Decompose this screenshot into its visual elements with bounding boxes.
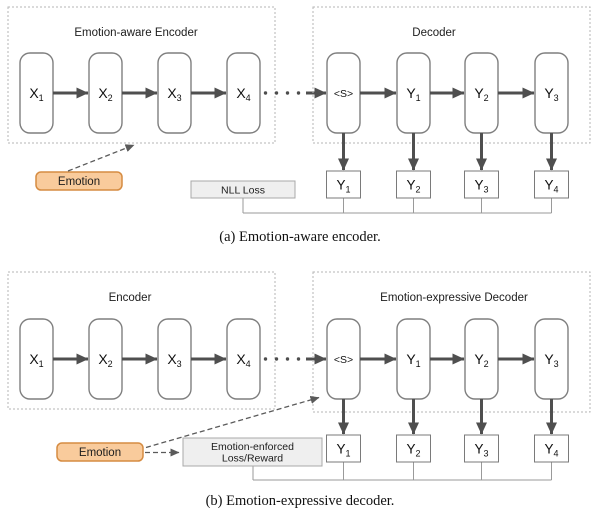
caption-a: (a) Emotion-aware encoder.	[219, 229, 380, 245]
encoder-title-a: Emotion-aware Encoder	[74, 27, 198, 39]
emotion-box-b: Emotion	[56, 442, 144, 462]
decoder-container-a	[312, 6, 591, 144]
svg-text:Emotion-enforced: Emotion-enforced	[211, 441, 294, 453]
encoder-cell-x2: X2	[88, 52, 123, 134]
output-token-y3: Y3	[464, 434, 499, 463]
output-token-y3: Y3	[464, 170, 499, 199]
svg-text:Y3: Y3	[544, 351, 558, 369]
decoder-title-a: Decoder	[412, 27, 456, 39]
svg-text:Y1: Y1	[406, 351, 420, 369]
emotion-box-a: Emotion	[35, 171, 123, 191]
svg-text:Y1: Y1	[406, 85, 420, 103]
decoder-cell-y2: Y2	[464, 52, 499, 134]
svg-text:Y3: Y3	[544, 85, 558, 103]
decoder-cell-s: <S>	[326, 52, 361, 134]
svg-text:X2: X2	[98, 351, 112, 369]
encoder-container-a	[7, 6, 276, 144]
decoder-cell-y3: Y3	[534, 52, 569, 134]
decoder-container-b	[312, 271, 591, 413]
svg-text:Y1: Y1	[336, 442, 350, 459]
svg-text:Y2: Y2	[406, 178, 420, 195]
decoder-cell-y1: Y1	[396, 318, 431, 400]
output-token-y1: Y1	[326, 434, 361, 463]
svg-text:X4: X4	[236, 351, 250, 369]
decoder-title-b: Emotion-expressive Decoder	[380, 292, 528, 304]
encoder-cell-x3: X3	[157, 52, 192, 134]
emotion-to-decoder-arrow	[145, 396, 320, 449]
decoder-cell-s: <S>	[326, 318, 361, 400]
svg-text:Y4: Y4	[544, 442, 558, 459]
output-token-y4: Y4	[534, 434, 569, 463]
caption-b: (b) Emotion-expressive decoder.	[206, 493, 395, 509]
decoder-cell-y2: Y2	[464, 318, 499, 400]
panel-b: Encoder X1 X2 X3 X4 Emotion-expressive D…	[7, 271, 591, 509]
svg-text:Y2: Y2	[474, 351, 488, 369]
encoder-cell-x1: X1	[19, 52, 54, 134]
output-token-y2: Y2	[396, 170, 431, 199]
output-token-y4: Y4	[534, 170, 569, 199]
encoder-cell-x3: X3	[157, 318, 192, 400]
ellipsis-dots	[263, 357, 301, 361]
output-token-y2: Y2	[396, 434, 431, 463]
nll-loss-box: NLL Loss	[190, 180, 296, 199]
encoder-cell-x2: X2	[88, 318, 123, 400]
svg-text:X1: X1	[29, 351, 43, 369]
svg-text:NLL Loss: NLL Loss	[221, 185, 265, 197]
decoder-cell-y1: Y1	[396, 52, 431, 134]
svg-text:Y2: Y2	[406, 442, 420, 459]
decoder-cell-y3: Y3	[534, 318, 569, 400]
svg-text:<S>: <S>	[334, 354, 353, 366]
svg-text:X1: X1	[29, 85, 43, 103]
svg-text:X4: X4	[236, 85, 250, 103]
ellipsis-dots	[263, 91, 301, 95]
loss-bus-b	[252, 462, 552, 481]
encoder-container-b	[7, 271, 276, 410]
output-token-y1: Y1	[326, 170, 361, 199]
svg-text:Y3: Y3	[474, 442, 488, 459]
svg-text:Y4: Y4	[544, 178, 558, 195]
emotion-enforced-loss-box: Emotion-enforced Loss/Reward	[182, 437, 323, 467]
svg-text:X2: X2	[98, 85, 112, 103]
svg-text:X3: X3	[167, 351, 181, 369]
svg-text:<S>: <S>	[334, 88, 353, 100]
svg-text:Y2: Y2	[474, 85, 488, 103]
svg-text:Emotion: Emotion	[79, 447, 121, 459]
encoder-cell-x1: X1	[19, 318, 54, 400]
svg-text:Emotion: Emotion	[58, 176, 100, 188]
encoder-title-b: Encoder	[109, 292, 152, 304]
loss-bus-a	[242, 198, 552, 214]
emotion-to-encoder-arrow	[67, 144, 135, 172]
encoder-cell-x4: X4	[226, 318, 261, 400]
svg-text:X3: X3	[167, 85, 181, 103]
encoder-cell-x4: X4	[226, 52, 261, 134]
panel-a: Emotion-aware Encoder X1 X2 X3 X4 Decode…	[7, 6, 591, 245]
svg-text:Loss/Reward: Loss/Reward	[222, 453, 283, 465]
svg-text:Y1: Y1	[336, 178, 350, 195]
svg-text:Y3: Y3	[474, 178, 488, 195]
